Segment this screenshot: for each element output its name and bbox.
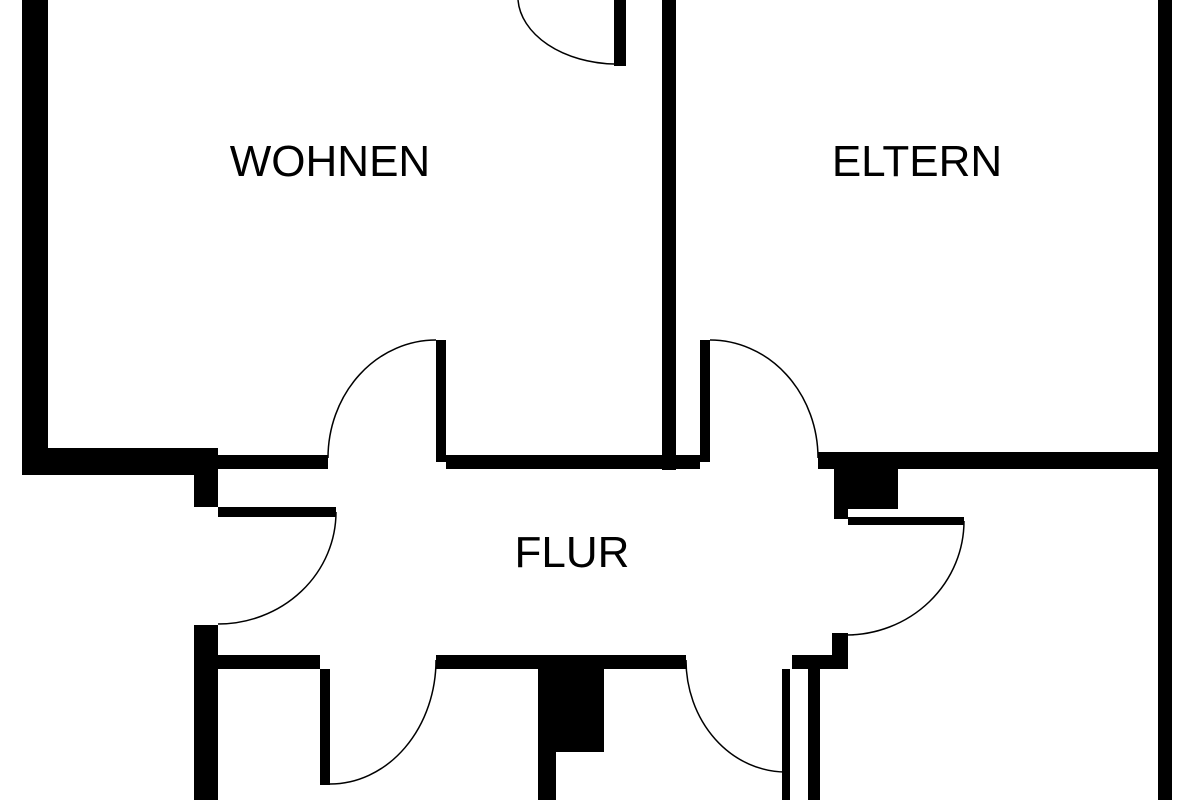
wall-flur-top-b (446, 455, 700, 469)
walls (22, 0, 1172, 800)
door-swing-eltern (709, 339, 819, 459)
wall-shaft-post (538, 740, 556, 800)
wall-eltern-door-jamb (700, 340, 710, 462)
doors (217, 0, 965, 785)
room-label-eltern: ELTERN (832, 137, 1002, 186)
wall-flur-left-lower (194, 625, 218, 800)
wall-lower-left-jamb (320, 669, 330, 785)
wall-wohnen-eltern (662, 0, 676, 470)
room-label-flur: FLUR (515, 528, 630, 577)
wall-flur-right-block (834, 469, 898, 509)
door-swing-bottom-right (685, 659, 787, 773)
wall-flur-right-ledge (848, 517, 964, 525)
room-label-wohnen: WOHNEN (230, 137, 430, 186)
wall-flur-right-post (834, 505, 848, 519)
wall-shaft-block (538, 669, 604, 752)
wall-eltern-bottom (818, 452, 1172, 469)
door-swing-flur-left (217, 511, 337, 625)
wall-lower-right-b (808, 669, 820, 800)
wall-wohnen-top-stub (614, 0, 626, 66)
wall-outer-right (1158, 0, 1172, 800)
wall-wohnen-door-jamb (436, 340, 446, 462)
door-swing-wohnen-top (517, 0, 615, 65)
door-swing-wohnen (327, 339, 437, 459)
wall-flur-left-ledge (218, 507, 336, 517)
door-swing-bottom-left (329, 659, 437, 785)
wall-lower-right-a (782, 669, 790, 800)
wall-wohnen-bottom-left (22, 448, 218, 475)
door-swing-flur-right (845, 520, 965, 636)
wall-flur-right-lower-step (792, 655, 848, 669)
wall-flur-top-a (218, 455, 328, 469)
wall-outer-left (22, 0, 48, 475)
wall-flur-bottom-a (218, 655, 320, 669)
wall-flur-bottom-b (436, 655, 686, 669)
wall-flur-left-upper (194, 455, 218, 507)
